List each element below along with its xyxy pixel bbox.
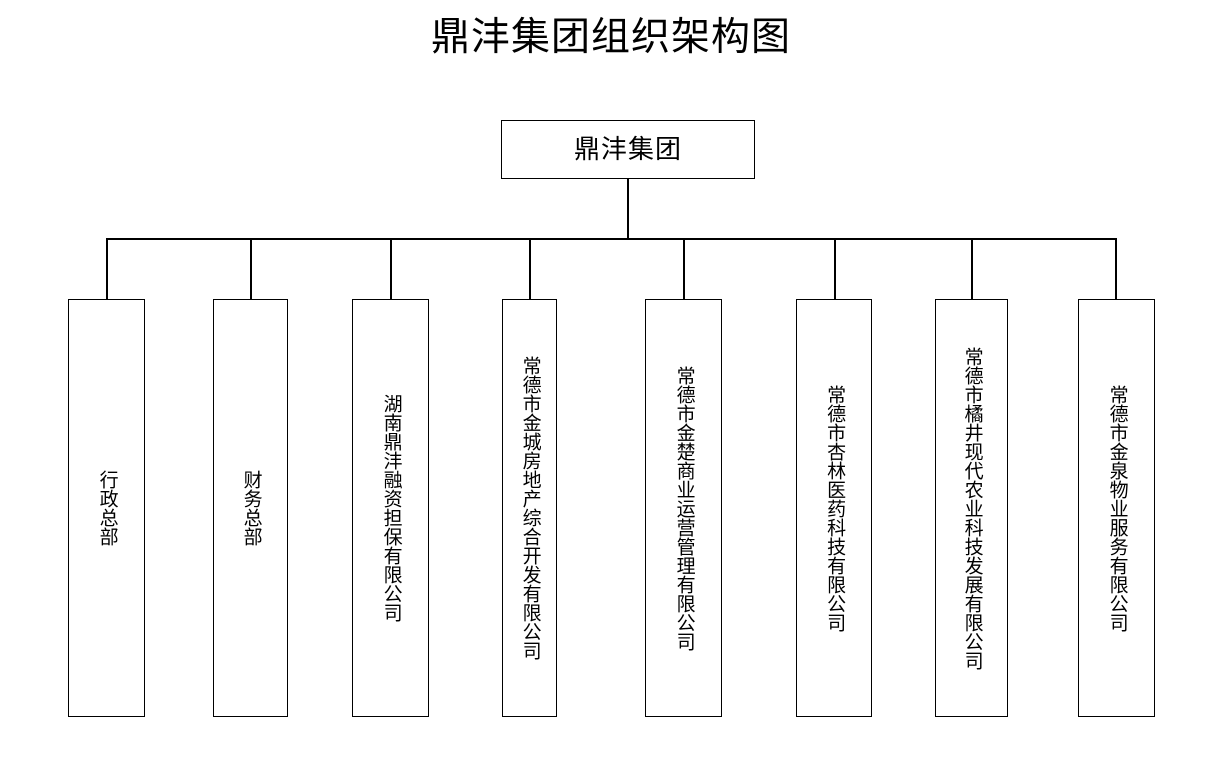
org-node-5-label: 常德市金楚商业运营管理有限公司 [673,365,695,651]
org-node-4-label: 常德市金城房地产综合开发有限公司 [519,356,541,660]
org-node-6-label: 常德市杏林医药科技有限公司 [824,384,846,632]
org-node-3[interactable]: 湖南鼎沣融资担保有限公司 [352,299,429,717]
connector-drop-2 [250,238,252,300]
connector-root-stem [627,179,629,239]
org-node-8-label: 常德市金泉物业服务有限公司 [1106,384,1128,632]
org-node-root[interactable]: 鼎沣集团 [501,120,755,179]
connector-drop-3 [390,238,392,300]
connector-drop-8 [1115,238,1117,300]
org-node-2-label: 财务总部 [240,470,262,546]
page-title: 鼎沣集团组织架构图 [430,16,791,59]
org-node-3-label: 湖南鼎沣融资担保有限公司 [380,394,402,622]
org-node-7[interactable]: 常德市橘井现代农业科技发展有限公司 [935,299,1008,717]
org-node-1-label: 行政总部 [96,470,118,546]
connector-drop-1 [106,238,108,300]
org-node-5[interactable]: 常德市金楚商业运营管理有限公司 [645,299,722,717]
connector-drop-4 [529,238,531,300]
org-node-6[interactable]: 常德市杏林医药科技有限公司 [796,299,872,717]
org-node-7-label: 常德市橘井现代农业科技发展有限公司 [961,346,983,670]
connector-drop-7 [971,238,973,300]
connector-horizontal-bus [106,238,1115,240]
connector-drop-6 [834,238,836,300]
org-node-4[interactable]: 常德市金城房地产综合开发有限公司 [502,299,557,717]
org-node-1[interactable]: 行政总部 [68,299,145,717]
connector-drop-5 [683,238,685,300]
org-node-8[interactable]: 常德市金泉物业服务有限公司 [1078,299,1155,717]
org-node-root-label: 鼎沣集团 [573,134,682,164]
org-node-2[interactable]: 财务总部 [213,299,288,717]
